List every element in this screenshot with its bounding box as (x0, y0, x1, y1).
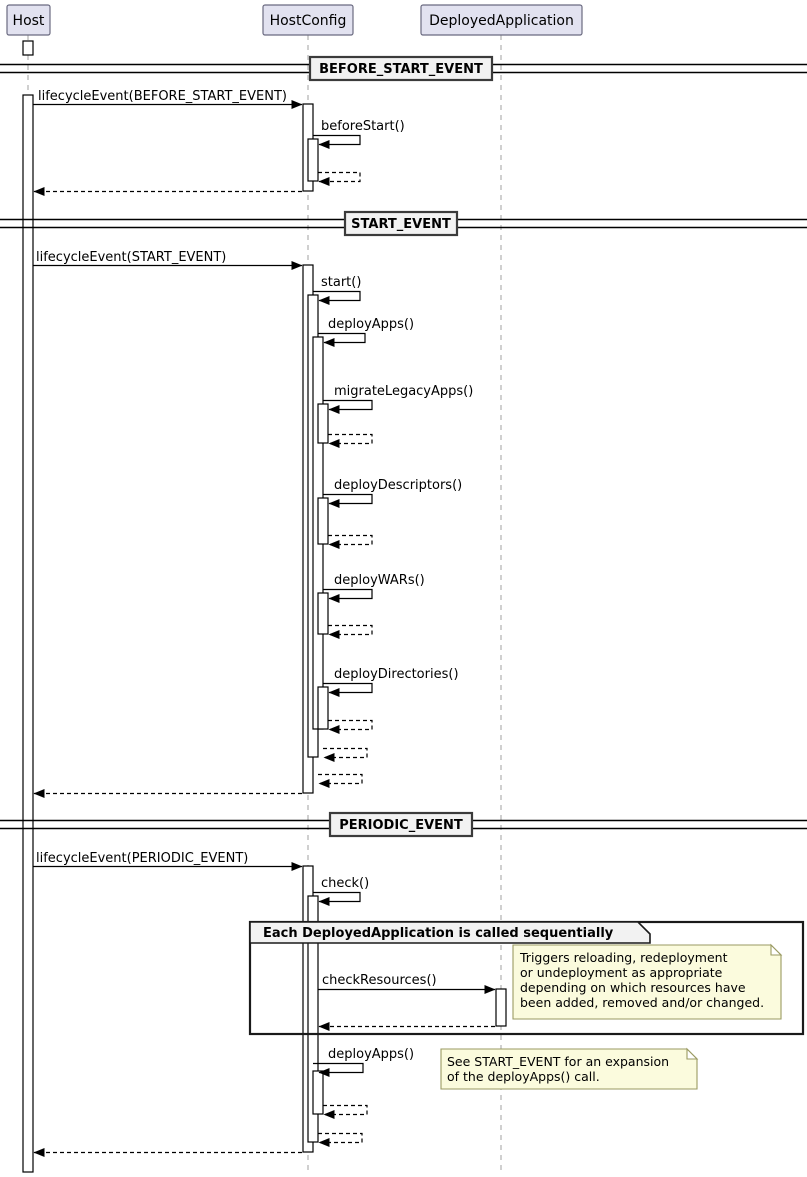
message-arrow-m14 (323, 682, 373, 697)
message-label-m22: deployApps() (328, 1047, 414, 1062)
message-label-m12: deployWARs() (334, 573, 425, 588)
divider-box-before-start-event (308, 55, 494, 82)
message-lifecycle-before-start-event: lifecycleEvent(BEFORE_START_EVENT) (33, 89, 303, 109)
note-line-2-1: See START_EVENT for an expansion (447, 1054, 669, 1069)
note-line-1-4: been added, removed and/or changed. (520, 995, 764, 1010)
message-arrow-m9-return (328, 433, 373, 448)
activation-hostconfig-before-start-l2 (307, 138, 319, 182)
activation-deployedapplication-checkresources (495, 988, 507, 1027)
activation-hostconfig-wars-l4 (317, 592, 329, 635)
message-arrow-m12 (323, 588, 373, 603)
message-label-m19: check() (321, 876, 369, 891)
message-before-start: beforeStart() (313, 119, 405, 149)
note-line-1-3: depending on which resources have (520, 980, 746, 995)
message-arrow-m19 (313, 891, 361, 906)
divider-periodic-event: PERIODIC_EVENT (0, 811, 807, 838)
message-label-m20: checkResources() (322, 973, 437, 988)
message-label-m6: start() (321, 275, 361, 290)
participant-label-hostconfig: HostConfig (270, 13, 347, 29)
divider-label-periodic-event: PERIODIC_EVENT (339, 818, 463, 833)
group-each-deployedapplication: Each DeployedApplication is called seque… (248, 920, 805, 1036)
group-frame-tab (249, 921, 651, 944)
message-label-m5: lifecycleEvent(START_EVENT) (36, 250, 226, 265)
divider-before-start-event: BEFORE_START_EVENT (0, 55, 807, 82)
activation-hostconfig-migrate-l4 (317, 403, 329, 444)
message-label-m14: deployDirectories() (334, 667, 459, 682)
divider-start-event: START_EVENT (0, 210, 807, 237)
message-arrow-m6 (313, 290, 361, 305)
message-migrate-legacy-apps: migrateLegacyApps() (323, 384, 473, 414)
note-line-1-2: or undeployment as appropriate (520, 965, 723, 980)
activation-host-initial (22, 40, 34, 56)
lifelines-layer (27, 35, 502, 1172)
note-fold-1 (770, 943, 783, 956)
note-line-1-1: Triggers reloading, redeployment (519, 950, 728, 965)
activation-hostconfig-check-l2 (307, 895, 319, 1143)
message-arrow-m10 (323, 493, 373, 508)
message-arrow-m16-return (323, 747, 368, 762)
message-arrow-m13-return (328, 624, 373, 639)
group-frame-label: Each DeployedApplication is called seque… (263, 926, 614, 941)
message-lifecycle-periodic-event: lifecycleEvent(PERIODIC_EVENT) (33, 851, 303, 871)
message-deploy-apps-periodic: deployApps() (313, 1047, 414, 1077)
participant-label-deployedapplication: DeployedApplication (429, 13, 574, 29)
activation-hostconfig-directories-l4 (317, 686, 329, 730)
divider-label-before-start-event: BEFORE_START_EVENT (319, 62, 483, 77)
activation-hostconfig-deployapps-l3 (312, 1070, 324, 1115)
message-label-m7: deployApps() (328, 317, 414, 332)
message-arrow-m24-return (318, 1132, 363, 1147)
participant-box-deployedapplication[interactable] (420, 4, 583, 36)
activation-hostconfig-descriptors-l4 (317, 497, 329, 545)
message-label-m8: migrateLegacyApps() (334, 384, 473, 399)
message-label-m18: lifecycleEvent(PERIODIC_EVENT) (36, 851, 248, 866)
divider-label-start-event: START_EVENT (351, 217, 451, 232)
message-check-resources: checkResources() (318, 973, 496, 994)
message-lifecycle-start-event: lifecycleEvent(START_EVENT) (33, 250, 303, 270)
message-label-m2: beforeStart() (321, 119, 405, 134)
note-body-2 (440, 1048, 698, 1090)
message-deploy-apps-start: deployApps() (318, 317, 414, 347)
message-arrow-m22 (313, 1062, 364, 1077)
message-start: start() (313, 275, 361, 305)
note-deploy-apps-expansion: See START_EVENT for an expansion of the … (440, 1047, 699, 1090)
divider-box-start-event (343, 210, 459, 237)
participant-label-host: Host (13, 13, 45, 29)
divider-box-periodic-event (328, 811, 474, 838)
participant-host[interactable]: Host (6, 4, 51, 36)
message-arrow-m7 (318, 332, 366, 347)
message-deploy-descriptors: deployDescriptors() (323, 478, 462, 508)
message-check: check() (313, 876, 369, 906)
participant-box-host[interactable] (6, 4, 51, 36)
message-arrow-m3-return (318, 171, 361, 186)
message-deploy-directories: deployDirectories() (323, 667, 459, 697)
message-label-m10: deployDescriptors() (334, 478, 462, 493)
note-line-2-2: of the deployApps() call. (447, 1069, 600, 1084)
host-activations (22, 40, 34, 1173)
message-arrow-m2 (313, 134, 361, 149)
participant-deployedapplication[interactable]: DeployedApplication (420, 4, 583, 36)
message-arrow-m23-return (323, 1104, 368, 1119)
participant-box-hostconfig[interactable] (262, 4, 354, 36)
note-check-resources: Triggers reloading, redeployment or unde… (512, 943, 783, 1020)
message-arrow-m16b-return (318, 773, 363, 788)
note-fold-2 (686, 1047, 699, 1060)
message-deploy-wars: deployWARs() (323, 573, 425, 603)
activation-host-main (22, 94, 34, 1173)
message-arrow-m11-return (328, 534, 373, 549)
message-arrow-m15-return (328, 719, 373, 734)
message-label-m1: lifecycleEvent(BEFORE_START_EVENT) (38, 89, 287, 104)
note-body-1 (512, 944, 782, 1020)
message-arrow-m8 (323, 399, 373, 414)
participant-hostconfig[interactable]: HostConfig (262, 4, 354, 36)
